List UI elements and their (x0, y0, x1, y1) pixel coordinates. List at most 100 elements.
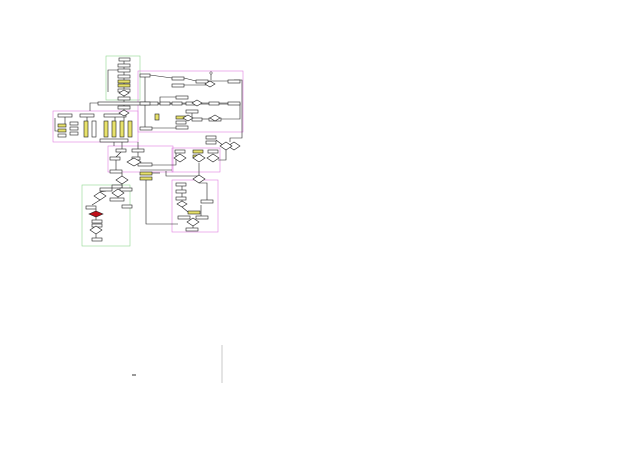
connector-52 (145, 180, 178, 225)
decision-diamond-13 (176, 200, 188, 208)
process-box-48 (115, 148, 127, 153)
decision-diamond-9 (192, 153, 206, 163)
connector-68 (218, 150, 227, 161)
process-box-32 (103, 113, 127, 118)
process-box-59 (175, 182, 187, 187)
process-box-19 (208, 101, 220, 106)
connector-14 (183, 77, 197, 82)
process-box-8 (97, 101, 159, 106)
process-box-43 (119, 120, 125, 138)
process-box-16 (159, 101, 171, 106)
process-box-5 (117, 83, 131, 88)
process-box-74 (91, 219, 103, 224)
process-box-45 (99, 138, 129, 143)
decision-diamond-8 (173, 153, 187, 163)
decision-diamond-11 (115, 175, 129, 185)
process-box-73 (85, 205, 97, 210)
decision-diamond-18 (186, 217, 200, 227)
process-box-72 (121, 204, 133, 209)
process-box-52 (137, 162, 153, 167)
junction-dot (209, 71, 213, 75)
process-box-71 (109, 197, 125, 202)
decision-diamond-4 (182, 114, 194, 122)
process-box-20 (227, 101, 241, 106)
process-box-34 (57, 128, 67, 133)
process-box-10 (139, 73, 151, 78)
process-box-9 (117, 105, 131, 110)
process-box-7 (117, 96, 131, 101)
flowchart-nodes (57, 57, 241, 242)
decision-diamond-12 (126, 157, 142, 167)
process-box-4 (117, 79, 131, 84)
process-box-47 (205, 140, 217, 145)
process-box-37 (69, 126, 79, 131)
process-box-54 (139, 176, 153, 181)
process-box-76 (91, 237, 103, 242)
process-box-57 (207, 149, 219, 154)
group-frame-g-left-pink (52, 110, 139, 143)
decision-diamond-3 (191, 99, 203, 107)
group-frame-g-bottom-left-green (81, 184, 131, 247)
connector-35 (54, 118, 58, 132)
process-box-46 (205, 135, 217, 140)
group-frame-g-right-pink (137, 70, 244, 133)
process-box-70 (119, 187, 133, 192)
decision-diamond-19 (192, 174, 206, 184)
connector-13 (149, 74, 173, 79)
process-box-25 (175, 125, 189, 130)
connector-41 (115, 151, 122, 158)
process-box-61 (175, 196, 187, 201)
process-box-3 (117, 74, 131, 79)
process-box-14 (171, 83, 185, 88)
process-box-24 (175, 120, 187, 125)
process-box-64 (195, 215, 209, 220)
connector-26 (159, 96, 176, 102)
process-box-49 (131, 148, 145, 153)
process-box-35 (57, 133, 67, 138)
process-box-12 (195, 79, 209, 84)
decision-diamond-15 (93, 191, 107, 201)
process-box-41 (103, 120, 109, 138)
process-box-13 (227, 79, 241, 84)
process-box-42 (111, 120, 117, 138)
process-box-66 (185, 227, 199, 232)
connector-65 (199, 182, 208, 200)
process-box-2 (117, 68, 131, 73)
process-box-15 (139, 101, 151, 106)
process-box-30 (57, 113, 73, 118)
process-box-63 (177, 215, 191, 220)
process-box-39 (83, 120, 89, 138)
connector-lines (54, 61, 243, 238)
connector-10 (107, 69, 118, 92)
process-box-69 (99, 187, 113, 192)
process-box-38 (69, 131, 79, 136)
connector-11 (89, 102, 98, 111)
process-box-60 (175, 189, 187, 194)
connector-53 (152, 150, 177, 166)
process-box-17 (171, 101, 183, 106)
process-box-62 (187, 210, 201, 215)
connector-61 (181, 206, 189, 213)
decision-diamond-0 (118, 89, 130, 97)
process-box-44 (127, 120, 133, 138)
decision-diamond-1 (204, 80, 216, 88)
process-box-29 (154, 113, 160, 121)
process-box-0 (118, 57, 131, 62)
process-box-26 (191, 117, 203, 122)
decision-diamond-17 (89, 225, 103, 235)
process-box-55 (174, 149, 186, 154)
process-box-67 (109, 169, 123, 174)
process-box-31 (79, 113, 95, 118)
connector-47 (91, 199, 101, 206)
process-box-22 (185, 109, 199, 114)
process-box-40 (91, 120, 97, 138)
decision-diamond-2 (209, 114, 221, 122)
process-box-65 (200, 199, 214, 204)
process-box-68 (111, 184, 123, 189)
decision-diamond-16 (88, 210, 104, 218)
process-box-1 (117, 63, 131, 68)
process-box-21 (175, 95, 189, 100)
process-box-53 (139, 171, 153, 176)
